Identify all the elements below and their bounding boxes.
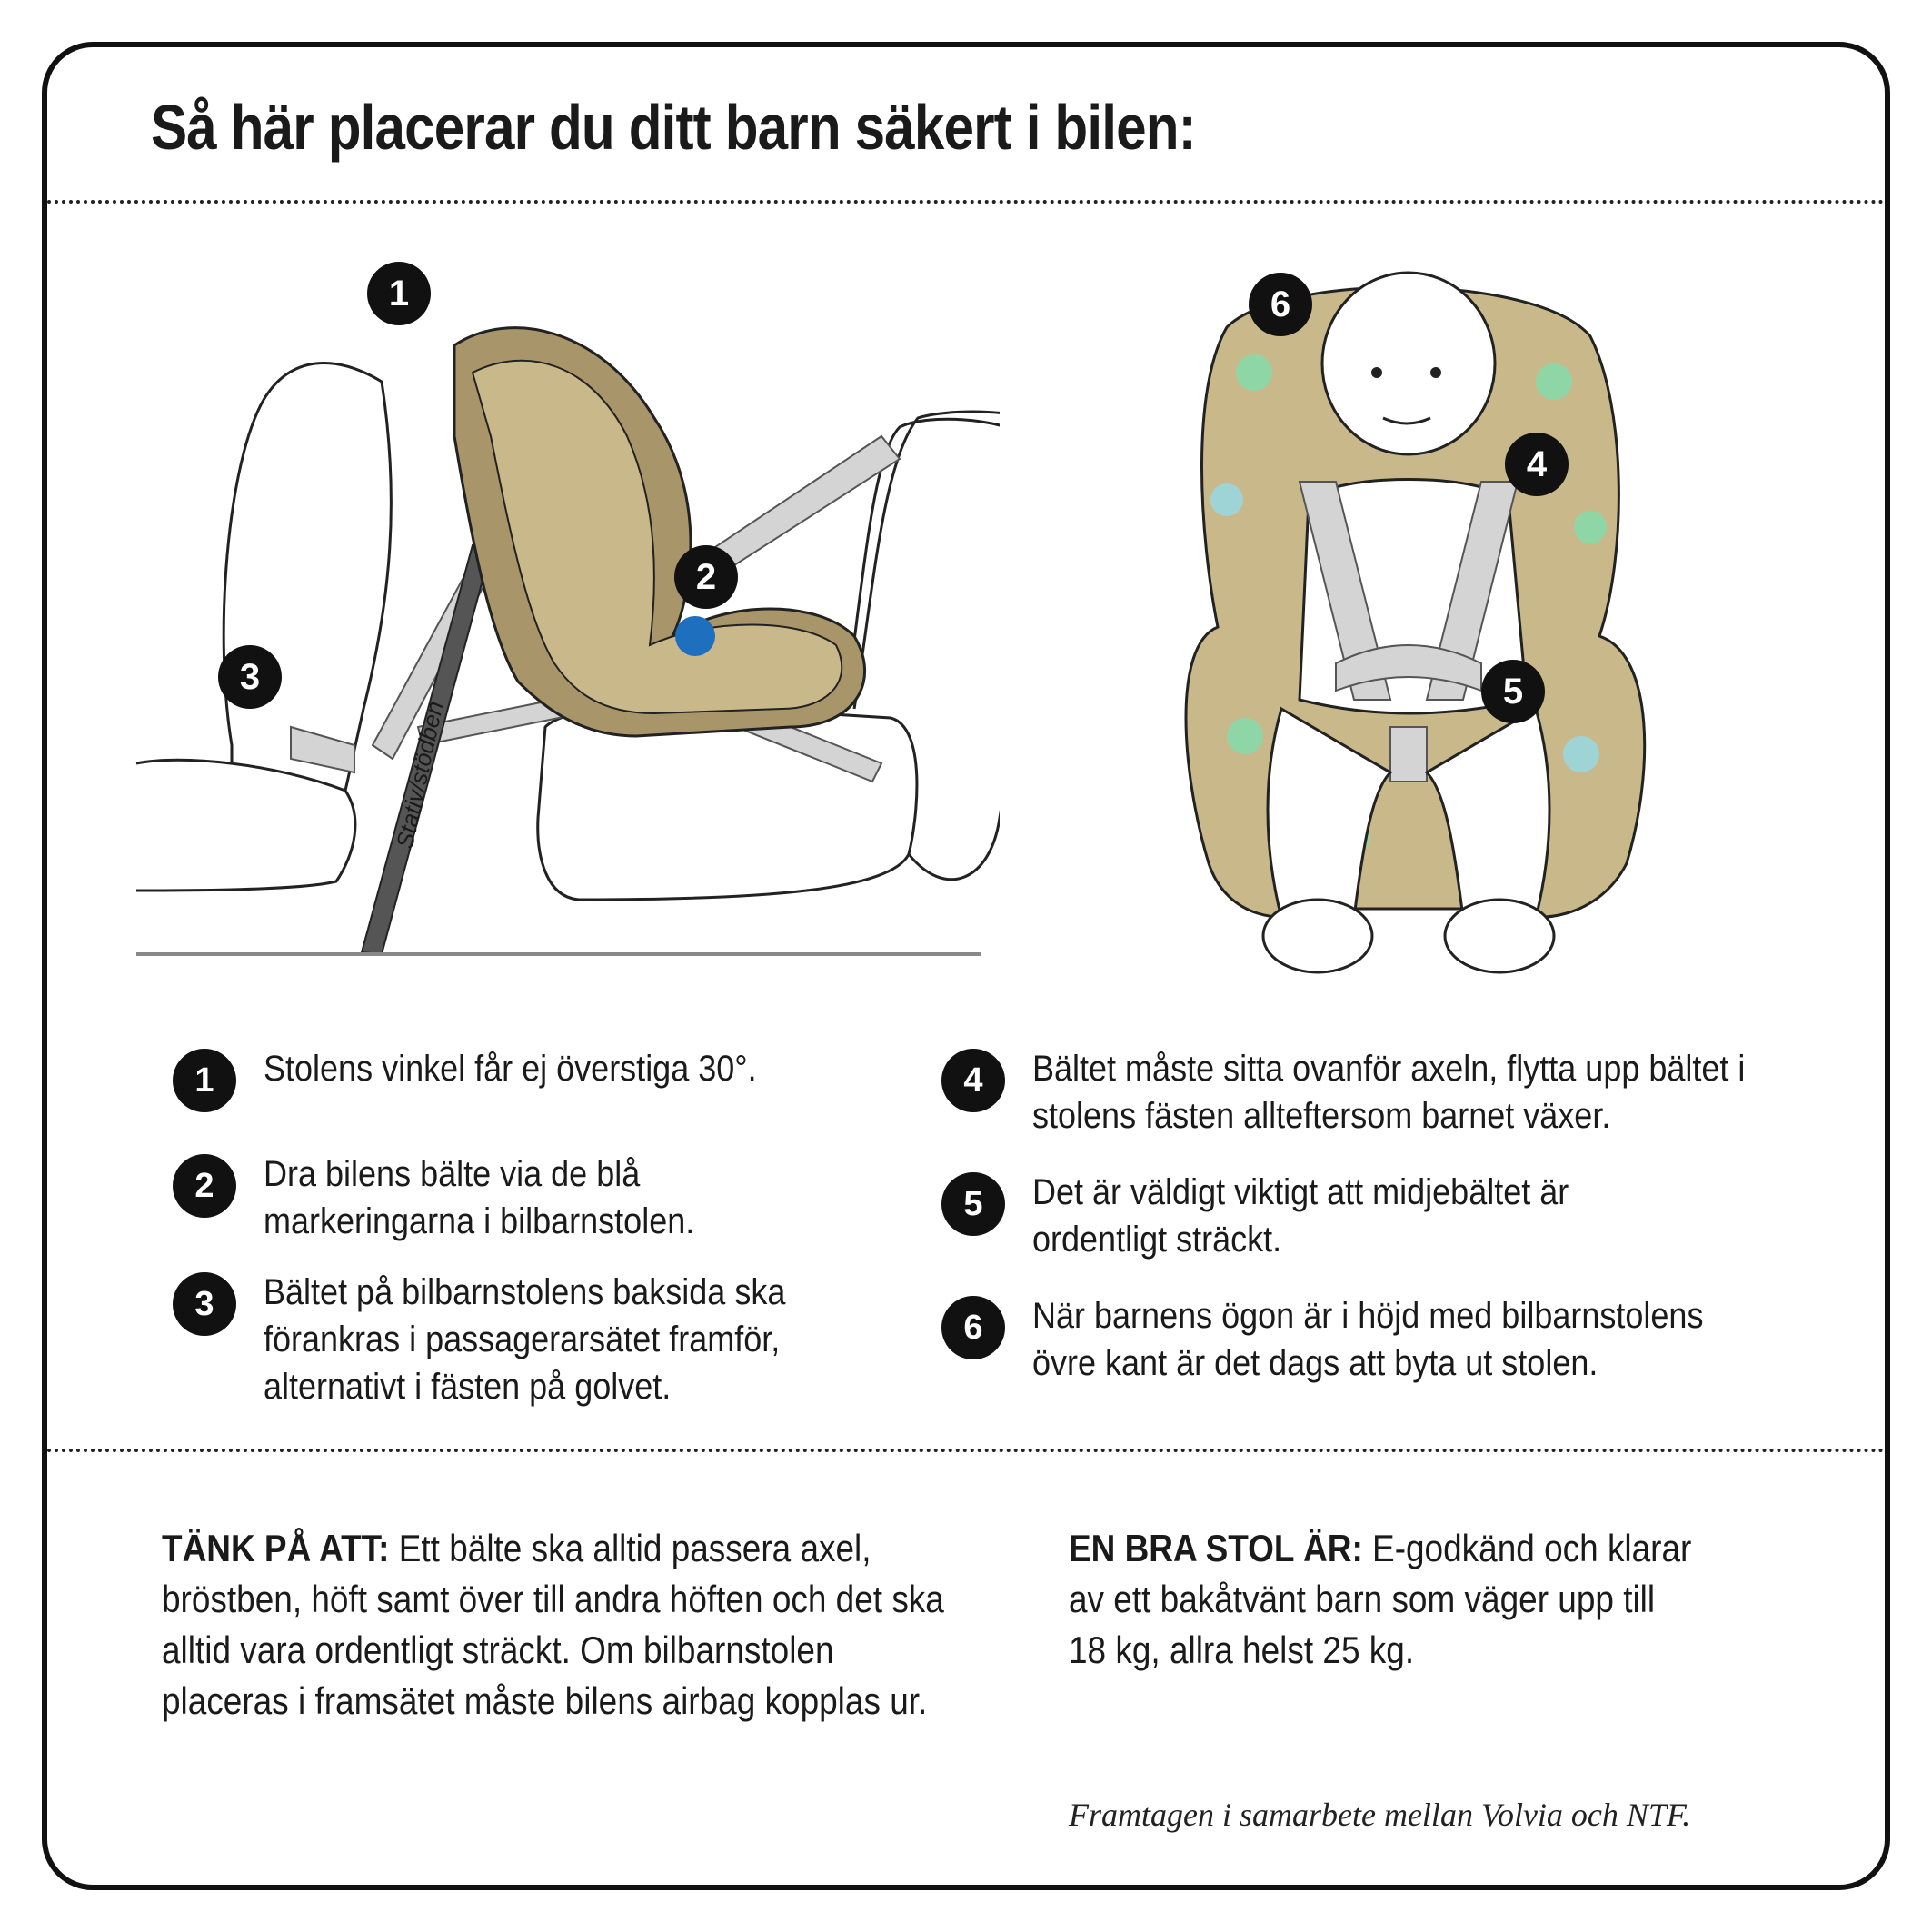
step-number: 4 bbox=[941, 1049, 1005, 1112]
child-head bbox=[1320, 271, 1497, 456]
illustration-badge-6: 6 bbox=[1249, 273, 1312, 336]
good-seat-text: E-godkänd och klarar av ett bakåtvänt ba… bbox=[1069, 1527, 1692, 1671]
good-seat-lead: EN BRA STOL ÄR: bbox=[1069, 1527, 1363, 1569]
child-seat-padding bbox=[471, 359, 843, 715]
page-title: Så här placerar du ditt barn säkert i bi… bbox=[151, 92, 1197, 163]
step-5: 5 Det är väldigt viktigt att midjebältet… bbox=[941, 1169, 1668, 1263]
bottom-divider bbox=[47, 1449, 1885, 1452]
right-shoe bbox=[1443, 898, 1556, 974]
step-text: Stolens vinkel får ej överstiga 30°. bbox=[264, 1049, 757, 1089]
left-shoe bbox=[1261, 898, 1374, 974]
tips-text: Ett bälte ska alltid passera axel, bröst… bbox=[162, 1527, 944, 1722]
rear-seat-cushion bbox=[536, 703, 919, 901]
step-number: 6 bbox=[941, 1296, 1005, 1359]
step-text: Bältet på bilbarnstolens baksida ska för… bbox=[264, 1272, 786, 1407]
illustration-badge-5: 5 bbox=[1481, 660, 1545, 723]
front-seat-cushion bbox=[135, 758, 357, 892]
step-text: Det är väldigt viktigt att midjebältet ä… bbox=[1032, 1172, 1569, 1260]
top-divider bbox=[47, 200, 1885, 204]
step-2: 2 Dra bilens bälte via de blå markeringa… bbox=[173, 1150, 772, 1245]
step-number: 3 bbox=[173, 1272, 236, 1336]
good-seat-paragraph: EN BRA STOL ÄR: E-godkänd och klarar av … bbox=[1069, 1523, 1692, 1676]
step-text: När barnens ögon är i höjd med bilbarnst… bbox=[1032, 1296, 1704, 1383]
child-in-seat-front-illustration bbox=[1184, 271, 1647, 974]
harness-left bbox=[1298, 481, 1392, 701]
step-text: Dra bilens bälte via de blå markeringarn… bbox=[264, 1154, 695, 1241]
step-number: 1 bbox=[173, 1049, 236, 1112]
crotch-buckle bbox=[1389, 726, 1428, 782]
step-text: Bältet måste sitta ovanför axeln, flytta… bbox=[1032, 1049, 1746, 1136]
step-6: 6 När barnens ögon är i höjd med bilbarn… bbox=[941, 1292, 1805, 1387]
step-number: 5 bbox=[941, 1172, 1005, 1236]
tips-paragraph: TÄNK PÅ ATT: Ett bälte ska alltid passer… bbox=[162, 1523, 961, 1727]
car-seat-side-illustration bbox=[135, 326, 1000, 956]
step-3: 3 Bältet på bilbarnstolens baksida ska f… bbox=[173, 1269, 854, 1410]
step-4: 4 Bältet måste sitta ovanför axeln, flyt… bbox=[941, 1045, 1850, 1140]
step-1: 1 Stolens vinkel får ej överstiga 30°. bbox=[173, 1045, 1009, 1112]
lap-belt bbox=[1335, 644, 1482, 692]
tips-lead: TÄNK PÅ ATT: bbox=[162, 1527, 390, 1569]
illustration-badge-4: 4 bbox=[1505, 433, 1569, 496]
illustration-badge-3: 3 bbox=[218, 645, 282, 709]
illustration-badge-1: 1 bbox=[367, 262, 431, 325]
credit-line: Framtagen i samarbete mellan Volvia och … bbox=[1069, 1797, 1691, 1833]
step-number: 2 bbox=[173, 1154, 236, 1218]
harness-right bbox=[1425, 481, 1519, 701]
page-frame bbox=[42, 42, 1890, 1890]
illustration-badge-2: 2 bbox=[674, 545, 738, 609]
blue-belt-guide bbox=[675, 616, 715, 656]
